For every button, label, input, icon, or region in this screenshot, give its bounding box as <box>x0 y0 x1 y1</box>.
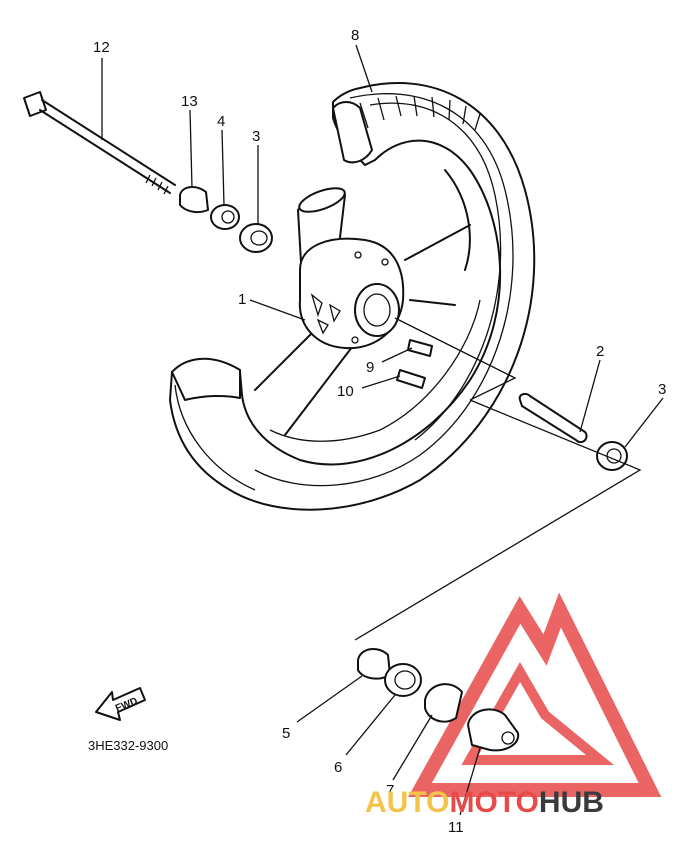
rim-inner-edge <box>269 299 481 442</box>
callout-5: 5 <box>282 725 290 742</box>
watermark-text: AUTOMOTOHUB <box>365 786 604 819</box>
collar <box>179 186 209 214</box>
wheel-rim <box>254 169 481 442</box>
speedometer-gear-unit <box>467 708 520 752</box>
callout-1: 1 <box>238 291 246 308</box>
callout-2: 2 <box>596 343 604 360</box>
watermark-logo-icon <box>408 592 662 797</box>
bearing-right <box>596 441 628 471</box>
callout-3-left: 3 <box>252 128 260 145</box>
hub-bore <box>363 293 391 327</box>
leader-lines <box>101 44 664 816</box>
diagram-code: 3HE332-9300 <box>88 738 168 753</box>
tire-outline <box>169 82 536 511</box>
callout-8: 8 <box>351 27 359 44</box>
wheel-hub <box>297 187 405 350</box>
tire-groove-2 <box>369 102 502 441</box>
oil-seal-left <box>210 204 240 230</box>
valve-body <box>396 369 426 389</box>
oil-seal-lower <box>384 663 422 697</box>
fwd-arrow-icon: FWD <box>95 687 146 721</box>
oil-seal-inner <box>221 210 235 224</box>
oil-seal-lower-inner <box>394 670 416 690</box>
bearing-right-outer <box>596 441 628 471</box>
fork-tube-top <box>298 187 346 213</box>
callout-3-right: 3 <box>658 381 666 398</box>
axle-thread <box>145 174 169 195</box>
spacer <box>518 392 588 444</box>
oil-seal-lower-outer <box>384 663 422 697</box>
collar-body <box>179 186 209 214</box>
bearing-left-outer <box>239 223 273 253</box>
callout-labels: 12 13 4 3 8 1 9 10 2 3 5 6 7 11 <box>93 27 666 836</box>
callout-7: 7 <box>386 782 394 799</box>
watermark-auto: AUTO <box>365 786 449 819</box>
callout-13: 13 <box>181 93 198 110</box>
rim-upper-edge <box>444 169 471 271</box>
watermark-hub: HUB <box>539 786 604 819</box>
callout-12: 12 <box>93 39 110 56</box>
wheel-spokes <box>254 224 471 436</box>
gear-unit-drive <box>501 731 515 745</box>
hub-holes <box>310 293 341 335</box>
tire-cross-section-top <box>332 101 373 164</box>
tire-cross-section-bottom <box>171 357 241 401</box>
bearing-lower-body <box>424 683 463 723</box>
callout-6: 6 <box>334 759 342 776</box>
watermark-moto: MOTO <box>449 786 538 819</box>
fwd-arrow-shape <box>95 687 146 721</box>
hub-bolt-1 <box>354 251 362 259</box>
callout-11: 11 <box>448 819 464 836</box>
callout-9: 9 <box>366 359 374 376</box>
watermark-triangle <box>408 592 662 797</box>
bearing-left <box>239 223 273 253</box>
axle <box>23 91 176 195</box>
callout-4: 4 <box>217 113 225 130</box>
hub-bearing-seat <box>354 283 400 337</box>
assembly-centerline <box>354 317 642 641</box>
valve-cap <box>407 339 433 357</box>
gear-unit-body <box>467 708 520 752</box>
hub-bolt-3 <box>351 336 359 344</box>
oil-seal-outer <box>210 204 240 230</box>
callout-10: 10 <box>337 383 354 400</box>
bearing-lower <box>424 683 463 723</box>
tire-sidewall-line <box>174 384 256 491</box>
bearing-left-inner <box>250 230 268 246</box>
spacer-body <box>518 392 588 444</box>
valve-stem <box>396 339 433 389</box>
tire <box>169 82 536 511</box>
watermark-inner-triangle <box>461 661 615 765</box>
tire-groove-1 <box>254 93 514 487</box>
hub-bolt-2 <box>381 258 389 266</box>
